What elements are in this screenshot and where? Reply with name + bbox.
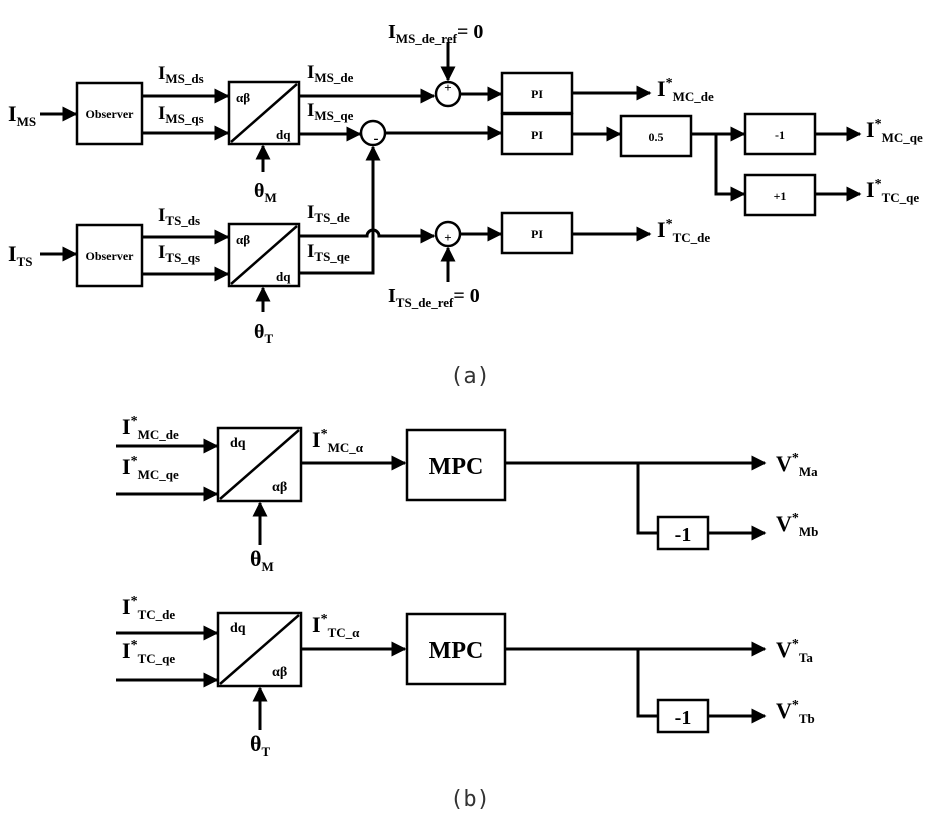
label-I-TC-alpha: I*TC_α (312, 612, 360, 640)
wire-ITS-de (299, 228, 436, 244)
label-I-MS-qe: IMS_qe (307, 100, 354, 123)
pi-block-1-label: PI (531, 87, 543, 101)
gain-block-neg1-m-label: -1 (675, 524, 692, 546)
label-theta-M-b: θM (250, 546, 274, 574)
output-V-Ta: V*Ta (776, 637, 813, 665)
caption-a: (a) (450, 364, 490, 389)
output-I-MC-qe-a: I*MC_qe (866, 117, 923, 145)
transform-ab-dq-m-diagonal (230, 83, 298, 143)
transform-dq-ab-t-diagonal (219, 614, 300, 685)
observer-block-t-label: Observer (86, 249, 135, 263)
label-I-MS-de: IMS_de (307, 62, 354, 85)
wire-ITS-qe-feedback (299, 145, 381, 275)
output-I-TC-de-a: I*TC_de (657, 217, 710, 245)
sum-ms-qe-sign: - (374, 131, 379, 147)
observer-block-m (75, 81, 144, 146)
mpc-block-m-label: MPC (429, 454, 484, 480)
gain-block-neg1-t-label: -1 (675, 707, 692, 729)
wire-gain-pos1 (714, 134, 746, 202)
transform-ab-dq-t-diagonal (230, 225, 298, 285)
label-theta-T-a: θT (254, 321, 273, 346)
output-V-Tb: V*Tb (776, 698, 815, 726)
sum-ms-de-sign: + (444, 80, 451, 95)
mpc-block-m (405, 428, 507, 502)
transform-ab-dq-t-out: dq (276, 269, 291, 284)
pi-block-2-label: PI (531, 128, 543, 142)
gain-block-half-label: 0.5 (649, 130, 664, 144)
wire-mpc-m-branch (636, 463, 658, 535)
transform-dq-ab-m-diagonal (219, 429, 300, 500)
output-I-TC-qe-a: I*TC_qe (866, 177, 919, 205)
mpc-block-t (405, 612, 507, 686)
label-theta-T-b: θT (250, 731, 270, 759)
label-I-MS-de-ref: IMS_de_ref= 0 (388, 21, 483, 46)
input-I-MS-label: IMS (8, 101, 36, 129)
output-V-Mb: V*Mb (776, 511, 818, 539)
gain-block-half (619, 114, 693, 158)
wire-mpc-t-branch (636, 649, 658, 718)
gain-block-neg1-label: -1 (775, 128, 785, 142)
diagram-b: I*MC_de I*MC_qe dq αβ θM I*MC_α MPC -1 V… (116, 414, 818, 812)
gain-block-neg1-t (656, 698, 710, 734)
transform-dq-ab-m-out: αβ (272, 480, 287, 495)
mpc-block-t-label: MPC (429, 638, 484, 664)
output-I-MC-de-a: I*MC_de (657, 76, 714, 104)
gain-block-neg1 (743, 112, 817, 156)
observer-block-m-label: Observer (86, 107, 135, 121)
label-theta-M-a: θM (254, 180, 277, 205)
label-I-MS-ds: IMS_ds (158, 63, 204, 86)
label-I-TS-ds: ITS_ds (158, 205, 200, 228)
gain-block-pos1-label: +1 (774, 189, 787, 203)
transform-ab-dq-m-out: dq (276, 127, 291, 142)
sum-ts-de-sign: + (444, 230, 451, 245)
transform-ab-dq-m-in: αβ (236, 90, 250, 105)
input-I-TC-qe-b: I*TC_qe (122, 638, 175, 666)
input-I-TS-label: ITS (8, 241, 32, 269)
label-I-TS-de-ref: ITS_de_ref= 0 (388, 285, 480, 310)
diagram-a: IMS Observer IMS_ds IMS_qs αβ dq θM IMS_… (8, 21, 923, 389)
label-I-TS-de: ITS_de (307, 202, 350, 225)
pi-block-3-label: PI (531, 227, 543, 241)
observer-block-t (75, 223, 144, 288)
transform-dq-ab-m-in: dq (230, 436, 246, 451)
input-I-MC-de-b: I*MC_de (122, 414, 179, 442)
input-I-TC-de-b: I*TC_de (122, 594, 175, 622)
transform-ab-dq-t-in: αβ (236, 232, 250, 247)
label-I-MS-qs: IMS_qs (158, 103, 204, 126)
input-I-MC-qe-b: I*MC_qe (122, 454, 179, 482)
transform-dq-ab-t-in: dq (230, 621, 246, 636)
label-I-TS-qe: ITS_qe (307, 241, 350, 264)
label-I-TS-qs: ITS_qs (158, 242, 200, 265)
transform-dq-ab-t-out: αβ (272, 665, 287, 680)
pi-block-3 (500, 211, 574, 255)
label-I-MC-alpha: I*MC_α (312, 427, 364, 455)
caption-b: (b) (450, 787, 490, 812)
output-V-Ma: V*Ma (776, 451, 818, 479)
